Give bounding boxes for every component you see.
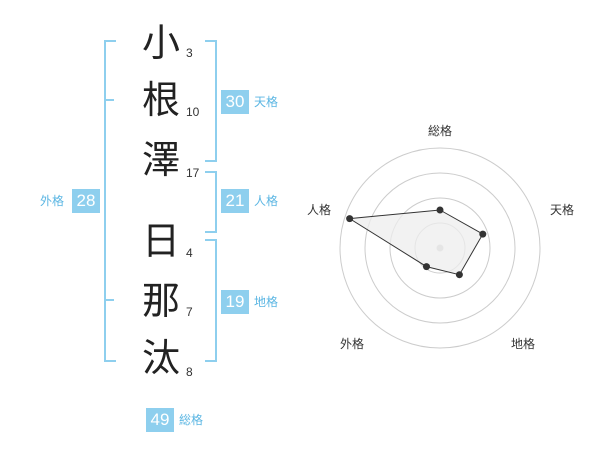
bracket-tick	[104, 99, 114, 101]
gaikaku-value: 28	[72, 189, 100, 213]
jinkaku-bracket	[205, 171, 217, 233]
soukaku-label: 総格	[179, 413, 204, 427]
stroke-count-5: 7	[186, 305, 193, 319]
jinkaku-label: 人格	[254, 194, 279, 208]
radar-label-gaikaku: 外格	[340, 337, 365, 351]
chikaku-bracket	[205, 239, 217, 362]
stroke-count-6: 8	[186, 365, 193, 379]
name-char-1: 小	[141, 21, 180, 65]
radar-ring	[389, 197, 491, 299]
stroke-count-1: 3	[186, 46, 193, 60]
radar-point-1	[436, 206, 444, 214]
gaikaku-bracket	[104, 40, 116, 362]
bracket-tick	[104, 299, 114, 301]
name-char-3: 澤	[141, 138, 180, 182]
chikaku-label: 地格	[254, 295, 279, 309]
radar-point-3	[455, 271, 463, 279]
radar-label-chikaku: 地格	[511, 337, 536, 351]
gaikaku-label: 外格	[40, 194, 65, 208]
name-char-5: 那	[141, 279, 180, 323]
stroke-count-3: 17	[186, 166, 200, 180]
name-char-2: 根	[141, 78, 180, 122]
radar-label-tenkaku: 天格	[550, 203, 575, 217]
radar-ring	[339, 147, 541, 349]
name-char-4: 日	[141, 219, 180, 263]
jinkaku-value: 21	[221, 189, 249, 213]
radar-label-soukaku: 総格	[428, 124, 453, 138]
radar-point-2	[479, 230, 487, 238]
radar-area	[348, 209, 484, 276]
tenkaku-label: 天格	[254, 95, 279, 109]
radar-label-jinkaku: 人格	[307, 203, 332, 217]
stroke-count-2: 10	[186, 105, 200, 119]
radar-ring	[364, 172, 516, 324]
chikaku-value: 19	[221, 290, 249, 314]
stroke-count-4: 4	[186, 246, 193, 260]
tenkaku-bracket	[205, 40, 217, 162]
name-char-6: 汰	[141, 336, 180, 380]
soukaku-value: 49	[146, 408, 174, 432]
radar-point-5	[346, 215, 354, 223]
tenkaku-value: 30	[221, 90, 249, 114]
radar-point-4	[422, 263, 430, 271]
